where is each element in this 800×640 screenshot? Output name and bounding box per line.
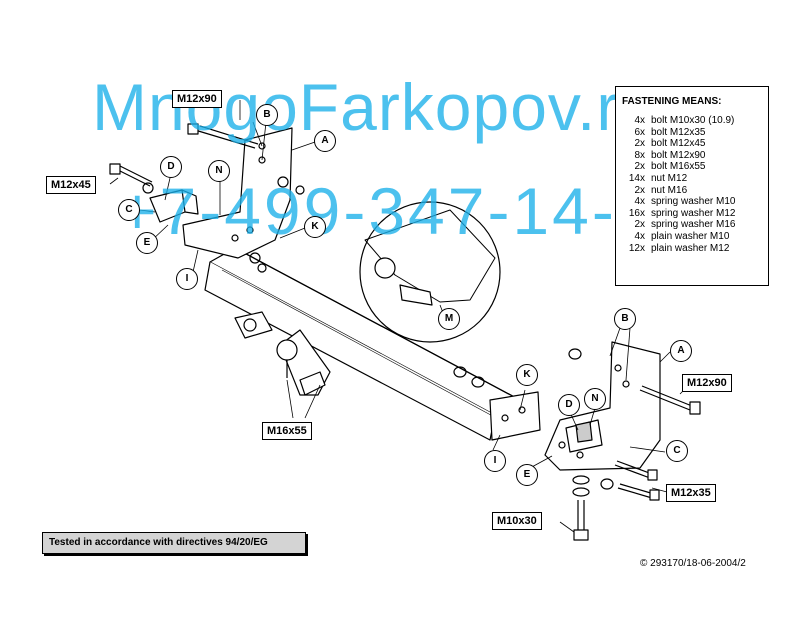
fastening-qty: 2x [634,138,645,150]
callout-b-right: B [614,308,636,330]
fastening-qty: 8x [634,149,645,161]
fastening-desc: bolt M16x55 [651,161,706,173]
callout-n-left: N [208,160,230,182]
callout-k-top: K [304,216,326,238]
right-clamp-bracket [565,419,603,453]
label-m12x90-right: M12x90 [682,374,732,392]
fastening-row: 2x bolt M16x55 [616,161,768,173]
fastening-qty: 2x [634,219,645,231]
fastening-qty: 16x [628,207,645,219]
fastening-means-table: FASTENING MEANS: 4x bolt M10x30 (10.9) 6x b… [615,86,769,286]
callout-i-left: I [176,268,198,290]
callout-b-top: B [256,104,278,126]
bolt-m10x30 [572,475,590,541]
callout-a-top: A [314,130,336,152]
bolt-m12x35 [614,460,660,501]
fastening-qty: 6x [634,126,645,138]
washers-left [142,176,305,273]
fastening-desc: spring washer M10 [651,196,736,208]
callout-a-right: A [670,340,692,362]
test-directive-note: Tested in accordance with directives 94/… [42,532,306,554]
fastening-row: 2x nut M16 [616,185,768,197]
fastening-row: 2x bolt M12x45 [616,138,768,150]
right-end-bracket [489,391,541,441]
fastening-desc: plain washer M12 [651,242,730,254]
fastening-row: 4x bolt M10x30 (10.9) [616,115,768,127]
callout-n-right: N [584,388,606,410]
fastening-desc: bolt M12x90 [651,149,706,161]
fastening-desc: plain washer M10 [651,230,730,242]
left-bracket-plate [182,127,293,259]
label-m10x30: M10x30 [492,512,542,530]
callout-c-right: C [666,440,688,462]
bolt-m12x90-right [639,385,701,415]
bolt-m12x90-top [187,123,259,149]
fastening-qty: 14x [628,172,645,184]
fastening-desc: nut M16 [651,184,688,196]
label-m16x55: M16x55 [262,422,312,440]
fastening-desc: bolt M12x45 [651,138,706,150]
tow-ball-mount [234,311,331,396]
fastening-desc: spring washer M16 [651,219,736,231]
callout-e-right: E [516,464,538,486]
fastening-qty: 4x [634,115,645,126]
fastening-row: 4x plain washer M10 [616,231,768,243]
fastening-row: 12x plain washer M12 [616,243,768,255]
drawing-code: © 293170/18-06-2004/2 [640,558,746,569]
fastening-row: 2x spring washer M16 [616,219,768,231]
callout-d-left: D [160,156,182,178]
label-m12x35: M12x35 [666,484,716,502]
label-m12x90-top: M12x90 [172,90,222,108]
fastening-row: 4x spring washer M10 [616,196,768,208]
fastening-row: 6x bolt M12x35 [616,127,768,139]
fastening-title: FASTENING MEANS: [622,96,722,107]
fastening-qty: 12x [628,242,645,254]
fastening-desc: nut M12 [651,172,688,184]
fastening-row: 14x nut M12 [616,173,768,185]
callout-k-right: K [516,364,538,386]
callout-c-left: C [118,199,140,221]
cross-beam [204,247,521,441]
callout-d-right: D [558,394,580,416]
fastening-qty: 2x [634,161,645,173]
fastening-row: 8x bolt M12x90 [616,150,768,162]
callout-m: M [438,308,460,330]
fastening-qty: 4x [634,196,645,208]
fastening-desc: bolt M10x30 (10.9) [651,115,735,126]
callout-e-left: E [136,232,158,254]
fastening-qty: 2x [634,184,645,196]
detail-view-m [359,201,501,343]
fastening-desc: bolt M12x35 [651,126,706,138]
fastening-qty: 4x [634,230,645,242]
fastening-desc: spring washer M12 [651,207,736,219]
left-clamp-bracket [149,189,199,223]
callout-i-right: I [484,450,506,472]
label-m12x45: M12x45 [46,176,96,194]
fastening-row: 16x spring washer M12 [616,208,768,220]
washers-right [453,348,614,490]
bolt-m12x45 [109,163,153,187]
fastening-list: 4x bolt M10x30 (10.9) 6x bolt M12x35 2x bolt … [616,115,768,254]
